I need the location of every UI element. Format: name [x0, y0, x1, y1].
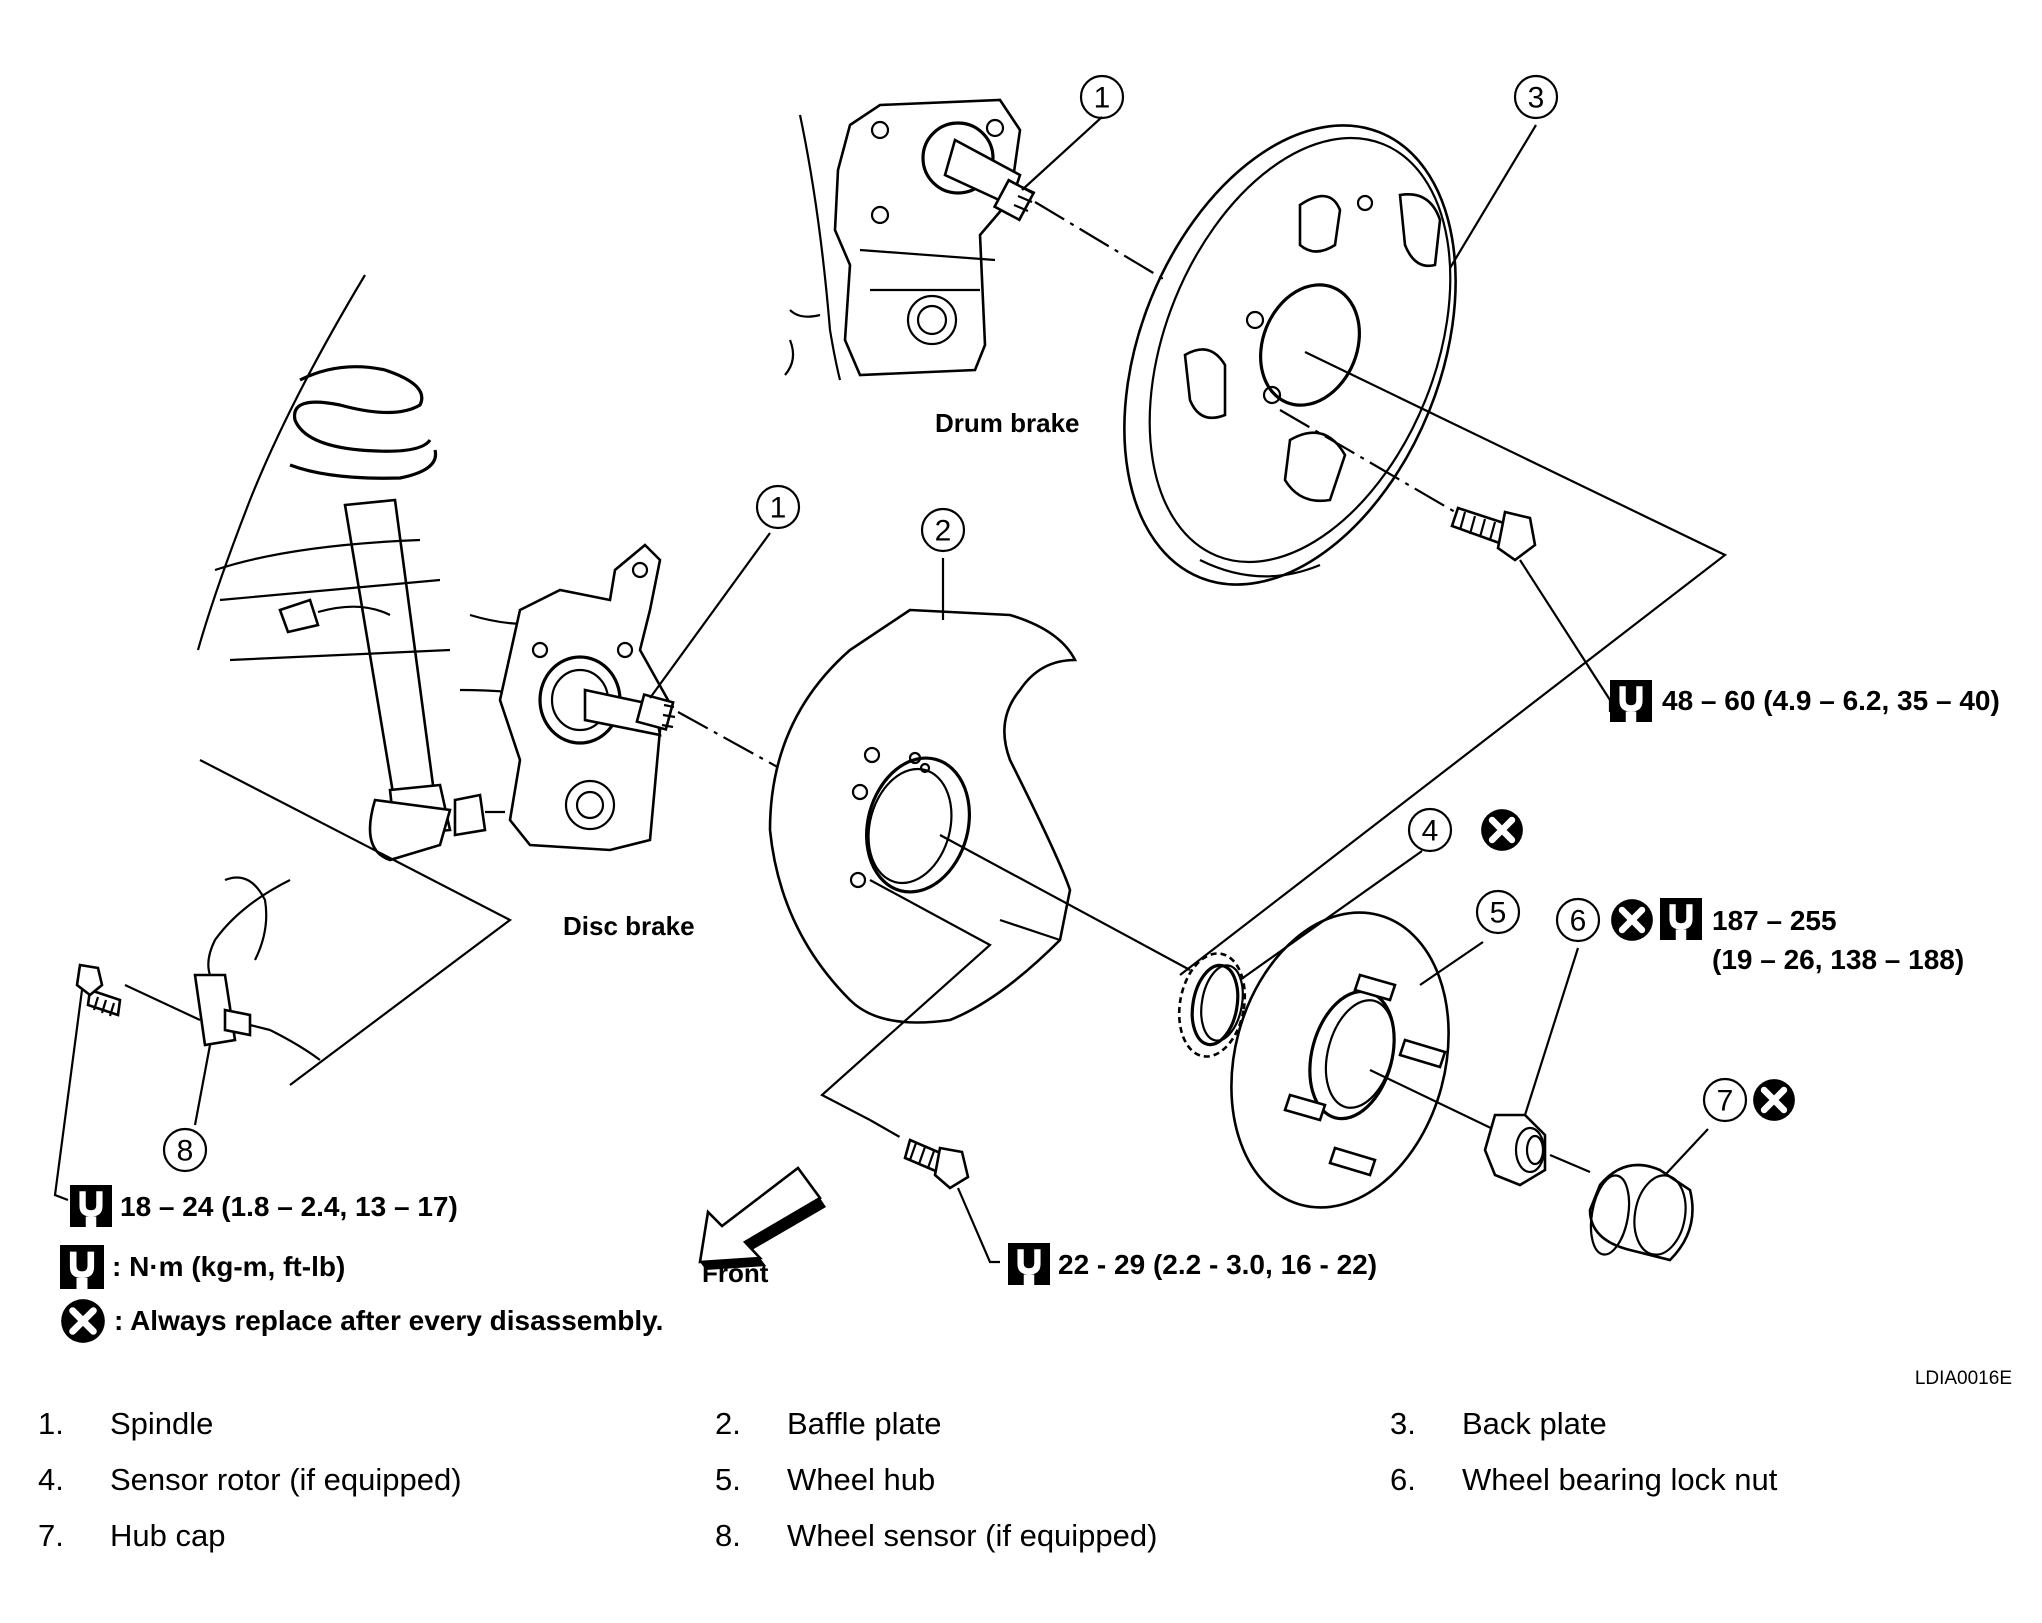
svg-text:1: 1	[1094, 82, 1111, 115]
callout-3: 3	[1513, 74, 1559, 120]
back-plate-drawing	[1123, 124, 1457, 586]
legend-label-1: Spindle	[110, 1406, 213, 1441]
callout-7: 7	[1702, 1077, 1748, 1123]
torque-lock-nut-1: 187 – 255	[1712, 905, 1837, 936]
legend-label-2: Baffle plate	[787, 1406, 942, 1441]
torque-wrench-icon	[1660, 898, 1702, 940]
legend-label-4: Sensor rotor (if equipped)	[110, 1462, 462, 1497]
legend-num-7: 7.	[38, 1518, 64, 1553]
figure-code: LDIA0016E	[1915, 1368, 2012, 1389]
svg-text:1: 1	[770, 492, 787, 525]
svg-text:3: 3	[1528, 82, 1545, 115]
disc-brake-label: Disc brake	[563, 911, 695, 941]
drum-brake-label: Drum brake	[935, 408, 1080, 438]
key-torque-units: : N·m (kg-m, ft-lb)	[112, 1251, 345, 1282]
legend-num-5: 5.	[715, 1462, 741, 1497]
callout-leaders	[649, 116, 1709, 1176]
replace-x-icon	[1611, 899, 1653, 941]
callout-5: 5	[1475, 889, 1521, 935]
legend-num-3: 3.	[1390, 1406, 1416, 1441]
legend-label-3: Back plate	[1462, 1406, 1607, 1441]
replace-x-icon	[1481, 809, 1523, 851]
drum-knuckle-drawing	[784, 98, 1036, 381]
torque-sensor-bolt: 18 – 24 (1.8 – 2.4, 13 – 17)	[120, 1191, 458, 1222]
svg-text:5: 5	[1490, 897, 1507, 930]
callout-4: 4	[1407, 807, 1453, 853]
parts-legend: 1. Spindle 2. Baffle plate 3. Back plate…	[38, 1406, 1778, 1553]
callout-2: 2	[920, 507, 966, 553]
sensor-rotor-drawing	[1177, 952, 1247, 1058]
svg-text:8: 8	[177, 1135, 194, 1168]
torque-wrench-icon	[60, 1245, 104, 1289]
baffle-bolt-drawing	[869, 1119, 1000, 1264]
callout-6: 6	[1555, 897, 1601, 943]
legend-label-6: Wheel bearing lock nut	[1462, 1462, 1778, 1497]
callout-1-top: 1	[1079, 74, 1125, 120]
legend-label-8: Wheel sensor (if equipped)	[787, 1518, 1157, 1553]
legend-num-1: 1.	[38, 1406, 64, 1441]
key-replace-note: : Always replace after every disassembly…	[114, 1305, 663, 1336]
front-arrow-icon	[698, 1166, 826, 1270]
disc-knuckle-drawing	[453, 543, 676, 852]
svg-text:2: 2	[935, 515, 952, 548]
hub-cap-drawing	[1588, 1163, 1694, 1262]
wheel-sensor-drawing	[53, 879, 321, 1202]
svg-text:4: 4	[1422, 815, 1439, 848]
legend-num-8: 8.	[715, 1518, 741, 1553]
replace-x-icon	[1753, 1079, 1795, 1121]
legend-label-7: Hub cap	[110, 1518, 225, 1553]
lock-nut-drawing	[1483, 1113, 1591, 1187]
torque-wrench-icon	[1008, 1243, 1050, 1285]
legend-num-4: 4.	[38, 1462, 64, 1497]
torque-wrench-icon	[70, 1185, 112, 1227]
torque-back-plate-bolt: 48 – 60 (4.9 – 6.2, 35 – 40)	[1662, 685, 2000, 716]
baffle-plate-drawing	[768, 608, 1078, 1024]
svg-text:7: 7	[1717, 1085, 1734, 1118]
replace-x-icon	[61, 1299, 105, 1343]
callout-8: 8	[162, 1127, 208, 1173]
legend-num-2: 2.	[715, 1406, 741, 1441]
legend-label-5: Wheel hub	[787, 1462, 935, 1497]
callout-1-disc: 1	[755, 484, 801, 530]
wheel-hub-drawing	[1230, 911, 1450, 1209]
svg-text:6: 6	[1570, 905, 1587, 938]
torque-wrench-icon	[1610, 680, 1652, 722]
front-label: Front	[702, 1258, 769, 1288]
strut-drawing	[196, 274, 561, 862]
torque-baffle-bolt: 22 - 29 (2.2 - 3.0, 16 - 22)	[1058, 1249, 1377, 1280]
legend-num-6: 6.	[1390, 1462, 1416, 1497]
torque-lock-nut-2: (19 – 26, 138 – 188)	[1712, 944, 1964, 975]
